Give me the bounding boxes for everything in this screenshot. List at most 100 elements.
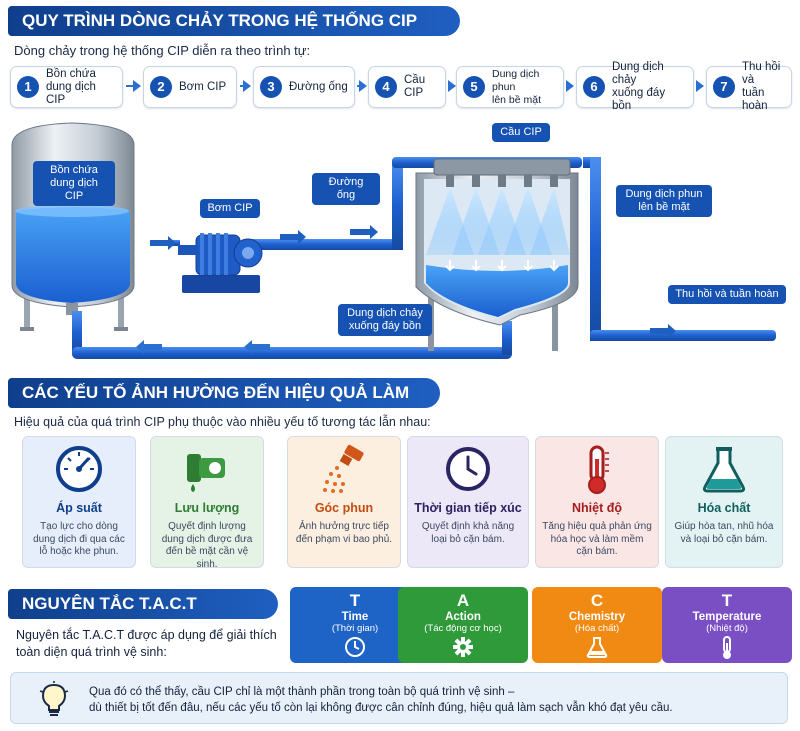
callout-spray: Dung dịch phun lên bề mặt [616, 185, 712, 217]
callout-pump: Bơm CIP [200, 199, 260, 218]
step-label: Bơm CIP [179, 80, 227, 93]
tact-word: Temperature [692, 611, 762, 623]
storage-tank [11, 122, 135, 331]
page-title: QUY TRÌNH DÒNG CHẢY TRONG HỆ THỐNG CIP [22, 11, 418, 30]
tact-letter: A [456, 591, 470, 610]
tank-label-line2: dung dịch CIP [50, 177, 98, 202]
factor-title: Lưu lượng [174, 501, 240, 515]
step-arrow-icon [448, 80, 456, 92]
flask-icon [702, 447, 746, 493]
step-label-line2: tuần hoàn [742, 87, 768, 112]
page-title-banner: QUY TRÌNH DÒNG CHẢY TRONG HỆ THỐNG CIP [8, 6, 460, 36]
step-label-line1: Dung dịch phun [492, 67, 540, 93]
conclusion-note: Qua đó có thể thấy, cầu CIP chỉ là một t… [10, 672, 788, 724]
tact-letter: T [721, 591, 733, 610]
clock-icon [345, 637, 365, 657]
callout-pipe: Đường ống [312, 173, 380, 205]
callout-storage-tank: Bồn chứa dung dịch CIP [33, 161, 115, 206]
step-label-line1: Dung dịch chảy [612, 61, 664, 86]
thermometer-icon [723, 636, 731, 659]
flow-label-line2: xuống đáy bồn [348, 320, 422, 332]
factor-title: Hóa chất [697, 501, 751, 515]
step-2: 2 Bơm CIP [143, 66, 237, 108]
step-label-line1: Thu hồi và [742, 61, 781, 86]
cip-pump [178, 233, 263, 293]
callout-return: Thu hồi và tuần hoàn [668, 285, 786, 304]
callout-flow-down: Dung dịch chảy xuống đáy bồn [338, 304, 432, 336]
step-number: 5 [463, 76, 485, 98]
factors-section-banner: CÁC YẾU TỐ ẢNH HƯỞNG ĐẾN HIỆU QUẢ LÀM SẠ… [8, 378, 440, 432]
tact-letter: C [590, 591, 604, 610]
factor-card-pressure: Áp suất Tạo lực cho dòng dung dịch đi qu… [22, 436, 136, 568]
clock-icon [446, 447, 490, 491]
step-label-line2: lên bề mặt [492, 93, 542, 106]
step-arrow-icon [133, 80, 141, 92]
cip-diagram-svg [11, 122, 776, 359]
factor-title: Góc phun [314, 501, 374, 515]
tact-sub: (Nhiệt độ) [706, 623, 748, 634]
step-arrow-shaft [126, 85, 134, 87]
step-label-line2: dung dịch CIP [46, 80, 96, 106]
factor-title: Nhiệt độ [572, 501, 622, 515]
spray-nozzle-icon [323, 444, 364, 493]
factors-section-title: CÁC YẾU TỐ ẢNH HƯỞNG ĐẾN HIỆU QUẢ LÀM SẠ… [22, 383, 410, 432]
step-label: Đường ống [289, 80, 348, 93]
step-number: 3 [260, 76, 282, 98]
step-arrow-icon [359, 80, 367, 92]
factor-card-flow: Lưu lượng Quyết định lượng dung dịch đượ… [150, 436, 264, 570]
factor-card-contact-time: Thời gian tiếp xúc Quyết định khả năng l… [407, 436, 529, 568]
factors-section-subtitle: Hiệu quả của quá trình CIP phụ thuộc vào… [14, 415, 431, 429]
callout-cip-bridge: Cầu CIP [492, 123, 550, 142]
step-arrow-icon [566, 80, 574, 92]
tact-sub: (Tác động cơ học) [424, 623, 502, 634]
pipe-label: Đường ống [328, 176, 364, 201]
tact-section-banner: NGUYÊN TẮC T.A.C.T [8, 589, 278, 619]
tact-section-title: NGUYÊN TẮC T.A.C.T [22, 594, 197, 613]
step-arrow-icon [243, 80, 251, 92]
tact-word: Time [341, 611, 369, 623]
tact-word: Chemistry [568, 611, 626, 623]
tact-description: Nguyên tắc T.A.C.T được áp dụng để giải … [16, 627, 277, 661]
step-4: 4 Cầu CIP [368, 66, 446, 108]
flow-label-line1: Dung dịch chảy [347, 307, 423, 319]
spray-label-line2: lên bề mặt [638, 201, 690, 213]
tact-description-line2: toàn diện quá trình vệ sinh: [16, 645, 167, 659]
tact-word: Action [445, 611, 481, 623]
factor-card-temperature: Nhiệt độ Tăng hiệu quả phản ứng hóa học … [535, 436, 659, 568]
flow-arrows [136, 225, 676, 354]
step-number: 4 [375, 76, 397, 98]
return-label: Thu hồi và tuần hoàn [675, 288, 779, 300]
tact-sub: (Hóa chất) [574, 623, 620, 634]
bridge-label: Cầu CIP [500, 126, 542, 138]
tact-description-line1: Nguyên tắc T.A.C.T được áp dụng để giải … [16, 628, 277, 642]
tank-label-line1: Bồn chứa [50, 164, 98, 176]
factor-title: Thời gian tiếp xúc [414, 501, 522, 515]
factor-desc: Ảnh hưởng trực tiếp đến phạm vi bao phủ. [295, 521, 393, 545]
step-label: Cầu CIP [404, 74, 426, 99]
cleaning-vessel [415, 158, 579, 351]
tact-card-chemistry: C Chemistry (Hóa chất) [532, 587, 662, 663]
step-label-line2: xuống đáy bồn [612, 87, 666, 112]
step-number: 2 [150, 76, 172, 98]
step-arrow-icon [696, 80, 704, 92]
step-arrow-shaft [357, 85, 360, 87]
tact-letter: T [349, 591, 361, 610]
step-number: 6 [583, 76, 605, 98]
factor-desc: Tạo lực cho dòng dung dịch đi qua các lỗ… [33, 521, 125, 557]
tact-card-temperature: T Temperature (Nhiệt độ) [662, 587, 792, 663]
tact-card-action: A Action (Tác động cơ học) [398, 587, 528, 663]
step-number: 1 [17, 76, 39, 98]
factor-desc: Quyết định khả năng loại bỏ cặn bám. [421, 521, 515, 545]
factor-card-spray-angle: Góc phun Ảnh hưởng trực tiếp đến phạm vi… [287, 436, 401, 568]
spray-label-line1: Dung dịch phun [625, 188, 703, 200]
factor-title: Áp suất [56, 501, 102, 515]
factor-desc: Tăng hiệu quả phản ứng hóa học và làm mề… [542, 521, 652, 557]
step-3: 3 Đường ống [253, 66, 355, 108]
gauge-icon [56, 446, 102, 492]
thermometer-icon [588, 445, 609, 494]
note-line2: dù thiết bị tốt đến đâu, nếu các yếu tố … [89, 702, 673, 714]
factor-card-chemicals: Hóa chất Giúp hòa tan, nhũ hóa và loại b… [665, 436, 783, 568]
